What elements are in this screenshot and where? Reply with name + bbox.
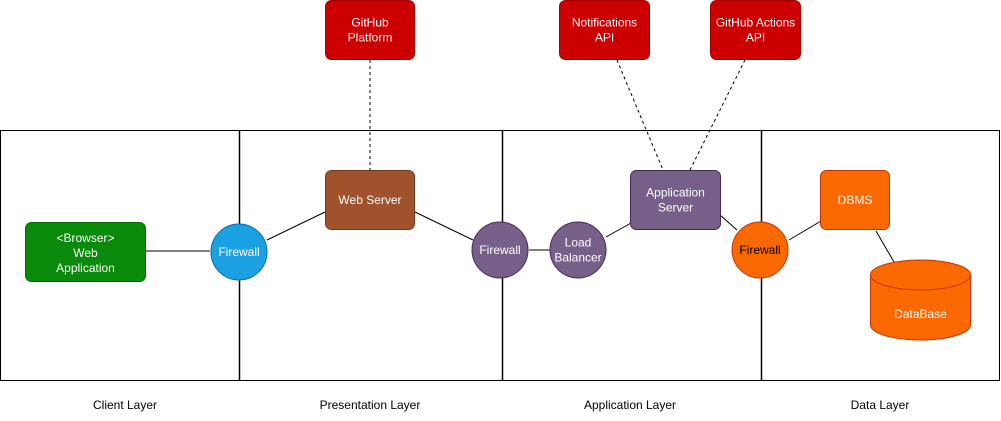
application-server-box — [630, 170, 721, 230]
layer-caption-client: Client Layer — [93, 398, 157, 412]
layer-captions: Client Layer Presentation Layer Applicat… — [93, 398, 909, 412]
node-label-line: Server — [658, 201, 693, 215]
node-label-line: API — [746, 31, 765, 45]
node-label-line: Notifications — [572, 16, 637, 30]
connector-dbms-database — [875, 230, 895, 263]
node-label-line: Platform — [348, 31, 393, 45]
firewall-presentation-circle — [471, 221, 529, 279]
connector-appserver-firewall — [719, 214, 738, 231]
layer-frame — [0, 130, 1000, 381]
node-label-line: Web Server — [338, 193, 401, 207]
connector-firewall-webserver — [266, 211, 326, 241]
database-cylinder — [870, 259, 971, 341]
node-label-line: GitHub — [351, 16, 389, 30]
firewall-data-label: Firewall — [739, 243, 780, 257]
firewall-data-circle — [731, 221, 789, 279]
node-label-line: DBMS — [838, 193, 873, 207]
solid-connectors — [145, 211, 895, 263]
connector-appserver-notifications — [616, 59, 664, 171]
dbms-node: DBMS — [820, 170, 890, 230]
database-label: DataBase — [894, 307, 947, 321]
firewall-presentation-label: Firewall — [479, 243, 520, 257]
node-label-line: API — [595, 31, 614, 45]
layer-caption-presentation: Presentation Layer — [320, 398, 421, 412]
external-connectors — [369, 59, 746, 171]
notifications-api-box — [559, 0, 650, 60]
node-label-line: Firewall — [218, 245, 259, 259]
browser-web-application-box — [25, 222, 146, 282]
node-label-line: Firewall — [739, 243, 780, 257]
layer-caption-data: Data Layer — [851, 398, 910, 412]
database-node: DataBase — [870, 259, 971, 341]
firewall-client-label: Firewall — [218, 245, 259, 259]
web-server-label: Web Server — [338, 193, 401, 207]
web-server-box — [325, 170, 415, 230]
firewall-data-node: Firewall — [731, 221, 789, 279]
node-label-line: DataBase — [894, 307, 947, 321]
layer-frame-border — [0, 130, 1000, 381]
node-label-line: Application — [56, 261, 115, 275]
connector-firewall-dbms — [788, 220, 822, 241]
dbms-label: DBMS — [838, 193, 873, 207]
github-platform-box — [325, 0, 415, 60]
node-label-line: Application — [646, 186, 705, 200]
connector-loadbalancer-appserver — [605, 222, 632, 238]
layer-caption-application: Application Layer — [584, 398, 676, 412]
node-label-line: Load — [565, 236, 592, 250]
node-label-line: Firewall — [479, 243, 520, 257]
connector-appserver-actions — [689, 59, 746, 171]
node-label-line: <Browser> — [56, 231, 114, 245]
firewall-presentation-node: Firewall — [471, 221, 529, 279]
firewall-client-circle — [210, 223, 268, 281]
dbms-box — [820, 170, 890, 230]
github-actions-api-box — [710, 0, 801, 60]
node-label-line: Balancer — [554, 251, 601, 265]
connector-webserver-firewall — [414, 211, 474, 241]
web-server-node: Web Server — [325, 170, 415, 230]
node-label-line: GitHub Actions — [716, 16, 795, 30]
node-label-line: Web — [73, 246, 98, 260]
firewall-client-node: Firewall — [210, 223, 268, 281]
load-balancer-circle — [549, 221, 607, 279]
database-cylinder-rim — [870, 274, 971, 291]
